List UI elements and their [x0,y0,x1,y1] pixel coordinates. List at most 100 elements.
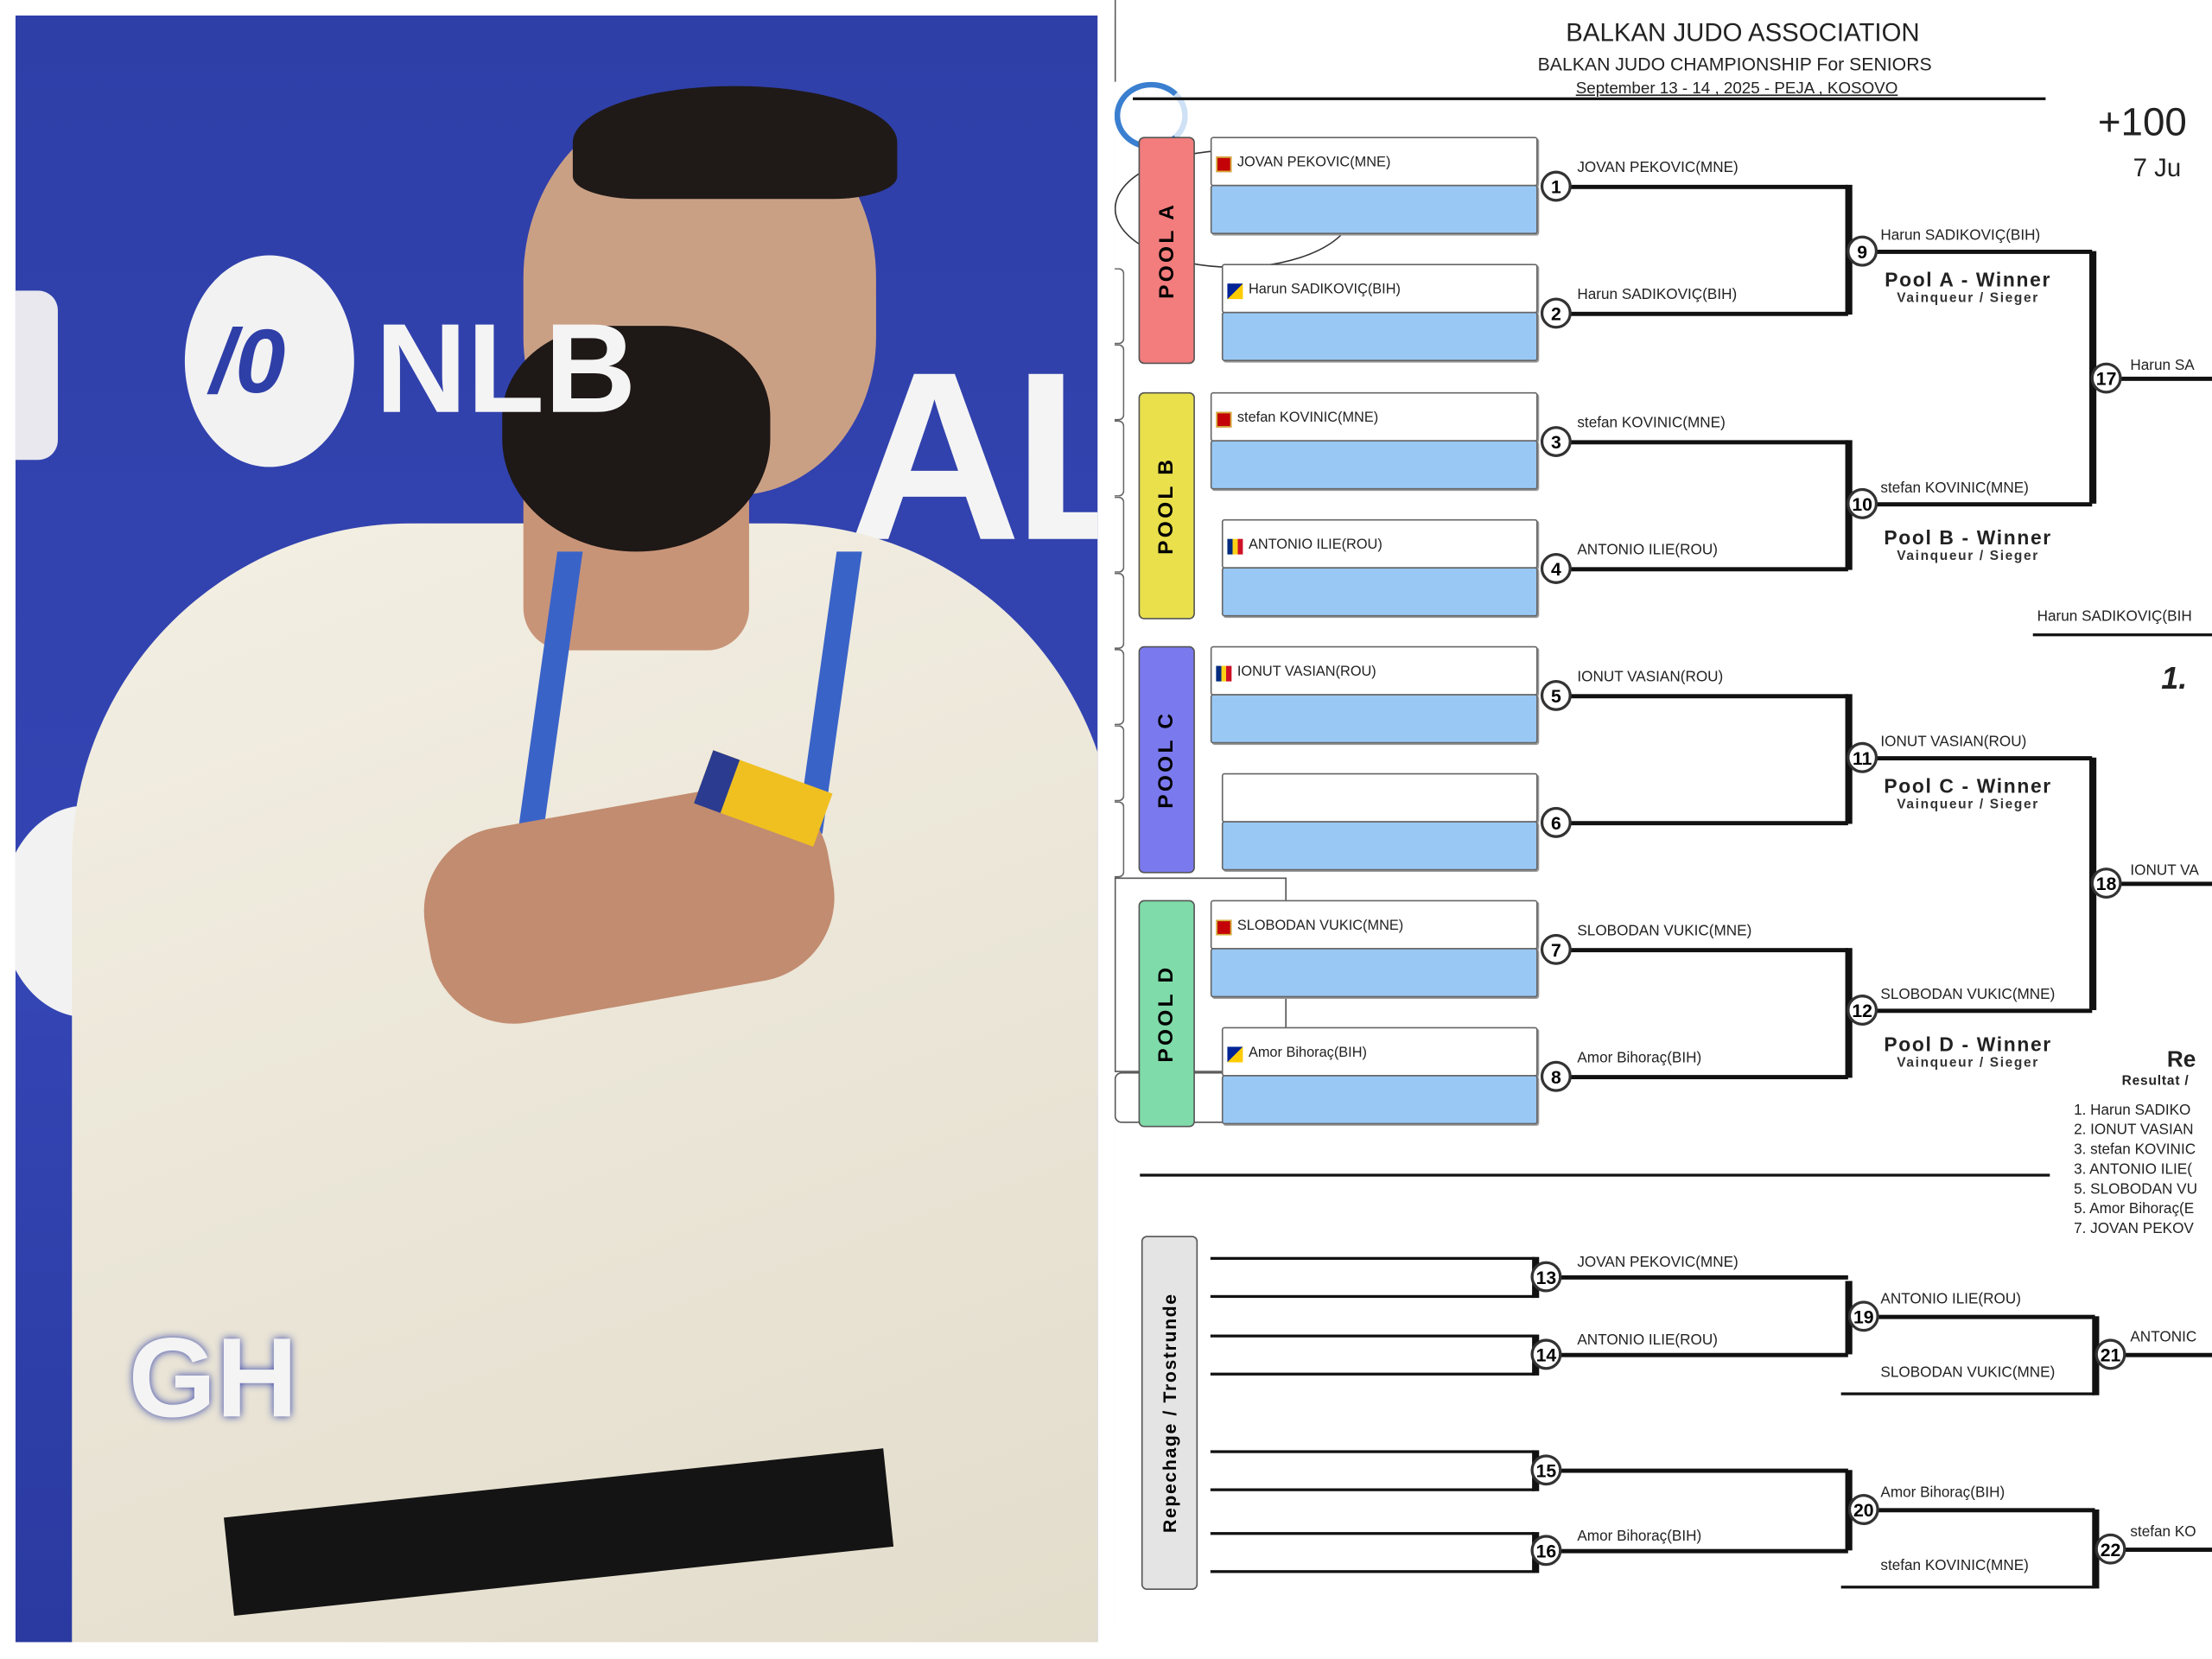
match-number: 3 [1540,426,1572,457]
nlb-logo-text: /0 [210,310,286,412]
header-event: BALKAN JUDO CHAMPIONSHIP For SENIORS [1537,54,1932,75]
athlete-hair [572,86,898,200]
match-number: 6 [1540,806,1572,838]
bracket-line [1862,1314,2095,1319]
slot-connector [1114,420,1125,497]
sponsor-text: NLB [375,299,637,441]
repechage-entry-line [1210,1570,1535,1573]
sponsor-logo-partial [15,290,58,461]
match-winner-name: SLOBODAN VUKIC(MNE) [1577,922,1752,940]
match-number: 2 [1540,297,1572,329]
header-underline [1133,97,2046,100]
winner-subtitle: Vainqueur / Sieger [1897,797,2039,813]
flag-bih-icon [1227,283,1243,300]
pool-winner-name: stefan KOVINIC(MNE) [1880,480,2029,497]
match-number: 11 [1847,741,1878,773]
match-number: 10 [1847,487,1878,519]
fighter-slot-blue[interactable] [1221,1075,1538,1125]
repechage-label: Repechage / Trostrunde [1141,1236,1198,1591]
pool-label-d: POOL D [1138,899,1195,1128]
match-number: 22 [2094,1533,2126,1565]
athlete-body [72,523,1098,1643]
bracket-line [2106,376,2212,381]
repechage-opponent-name: stefan KOVINIC(MNE) [1880,1557,2029,1575]
match-winner-name: Harun SADIKOVIÇ(BIH) [1577,286,1738,304]
fighter-slot-white[interactable] [1221,772,1538,823]
match-number: 18 [2090,868,2122,899]
match-number: 7 [1540,933,1572,965]
fighter-name: ANTONIO ILIE(ROU) [1248,537,1382,554]
bracket-line [1566,1075,1848,1080]
fighter-slot-white[interactable] [1210,645,1538,696]
match-number: 21 [2094,1338,2126,1370]
flag-mne-icon [1216,919,1232,936]
fighter-slot-blue[interactable] [1210,948,1538,998]
fighter-slot-white[interactable] [1221,264,1538,314]
fighter-slot-blue[interactable] [1221,821,1538,871]
match-number: 13 [1530,1261,1562,1293]
bracket-line [2110,1548,2212,1552]
bracket-line [2110,1352,2212,1357]
match-number: 5 [1540,679,1572,711]
result-item: 3. stefan KOVINIC [2074,1141,2196,1159]
semifinal-winner-name: IONUT VA [2130,861,2199,880]
result-item: 5. Amor Bihoraç(E [2074,1200,2195,1218]
winner-title: Pool A - Winner [1885,268,2051,291]
section-divider [1140,1173,2050,1176]
bracket-line [1862,1508,2095,1513]
fighter-slot-blue[interactable] [1221,567,1538,617]
repechage-entry-line [1210,1450,1535,1452]
repechage-entry-line [1210,1488,1535,1491]
fighter-slot-white[interactable] [1221,518,1538,569]
slot-connector [1114,572,1125,650]
repechage-winner-name: Amor Bihoraç(BIH) [1577,1528,1702,1545]
slot-connector [1114,725,1125,802]
result-item: 3. ANTONIO ILIE( [2074,1160,2192,1179]
result-item: 5. SLOBODAN VU [2074,1180,2197,1198]
fighter-slot-white[interactable] [1210,391,1538,442]
match-number: 20 [1847,1494,1879,1525]
fighter-name: JOVAN PEKOVIC(MNE) [1236,155,1391,171]
pool-label-text: POOL D [1154,964,1179,1063]
pool-label-c: POOL C [1138,645,1195,874]
header-org: BALKAN JUDO ASSOCIATION [1566,18,1920,47]
bracket-line [2106,881,2212,887]
final-place: 1. [2161,660,2188,696]
bronze-winner-name: ANTONIC [2130,1329,2197,1346]
fighter-slot-blue[interactable] [1210,694,1538,744]
fighter-name: stefan KOVINIC(MNE) [1236,410,1379,427]
athlete-photo: /0 ALK NLB GH [15,15,1098,1643]
match-winner-name: stefan KOVINIC(MNE) [1577,415,1726,432]
pool-label-text: POOL B [1154,456,1179,555]
match-number: 9 [1847,235,1878,267]
fighter-slot-blue[interactable] [1221,311,1538,361]
pool-winner-name: Harun SADIKOVIÇ(BIH) [1880,226,2041,245]
winner-title: Pool C - Winner [1884,774,2052,798]
bracket-line [1551,1352,1848,1357]
bronze-winner-name: stefan KO [2130,1523,2196,1541]
bracket-line [1551,1274,1848,1280]
winner-title: Pool D - Winner [1884,1033,2052,1056]
match-number: 14 [1530,1338,1562,1370]
pool-winner-name: IONUT VASIAN(ROU) [1880,734,2027,751]
match-number: 19 [1847,1300,1879,1332]
fighter-slot-blue[interactable] [1210,184,1538,235]
pool-label-text: POOL A [1154,201,1179,299]
fighter-name: Amor Bihoraç(BIH) [1248,1045,1367,1061]
match-number: 15 [1530,1454,1562,1486]
match-winner-name: IONUT VASIAN(ROU) [1577,668,1724,686]
repechage-entry-line [1210,1294,1535,1298]
results-subtitle: Resultat / [2121,1073,2190,1090]
match-number: 1 [1540,170,1572,202]
result-item: 2. IONUT VASIAN [2074,1121,2194,1139]
match-number: 4 [1540,553,1572,584]
match-number: 8 [1540,1060,1572,1092]
flag-mne-icon [1216,156,1232,173]
fighter-slot-blue[interactable] [1210,440,1538,490]
repechage-label-text: Repechage / Trostrunde [1159,1293,1180,1534]
repechage-entry-line [1210,1334,1535,1337]
bracket-line [1862,249,2093,254]
